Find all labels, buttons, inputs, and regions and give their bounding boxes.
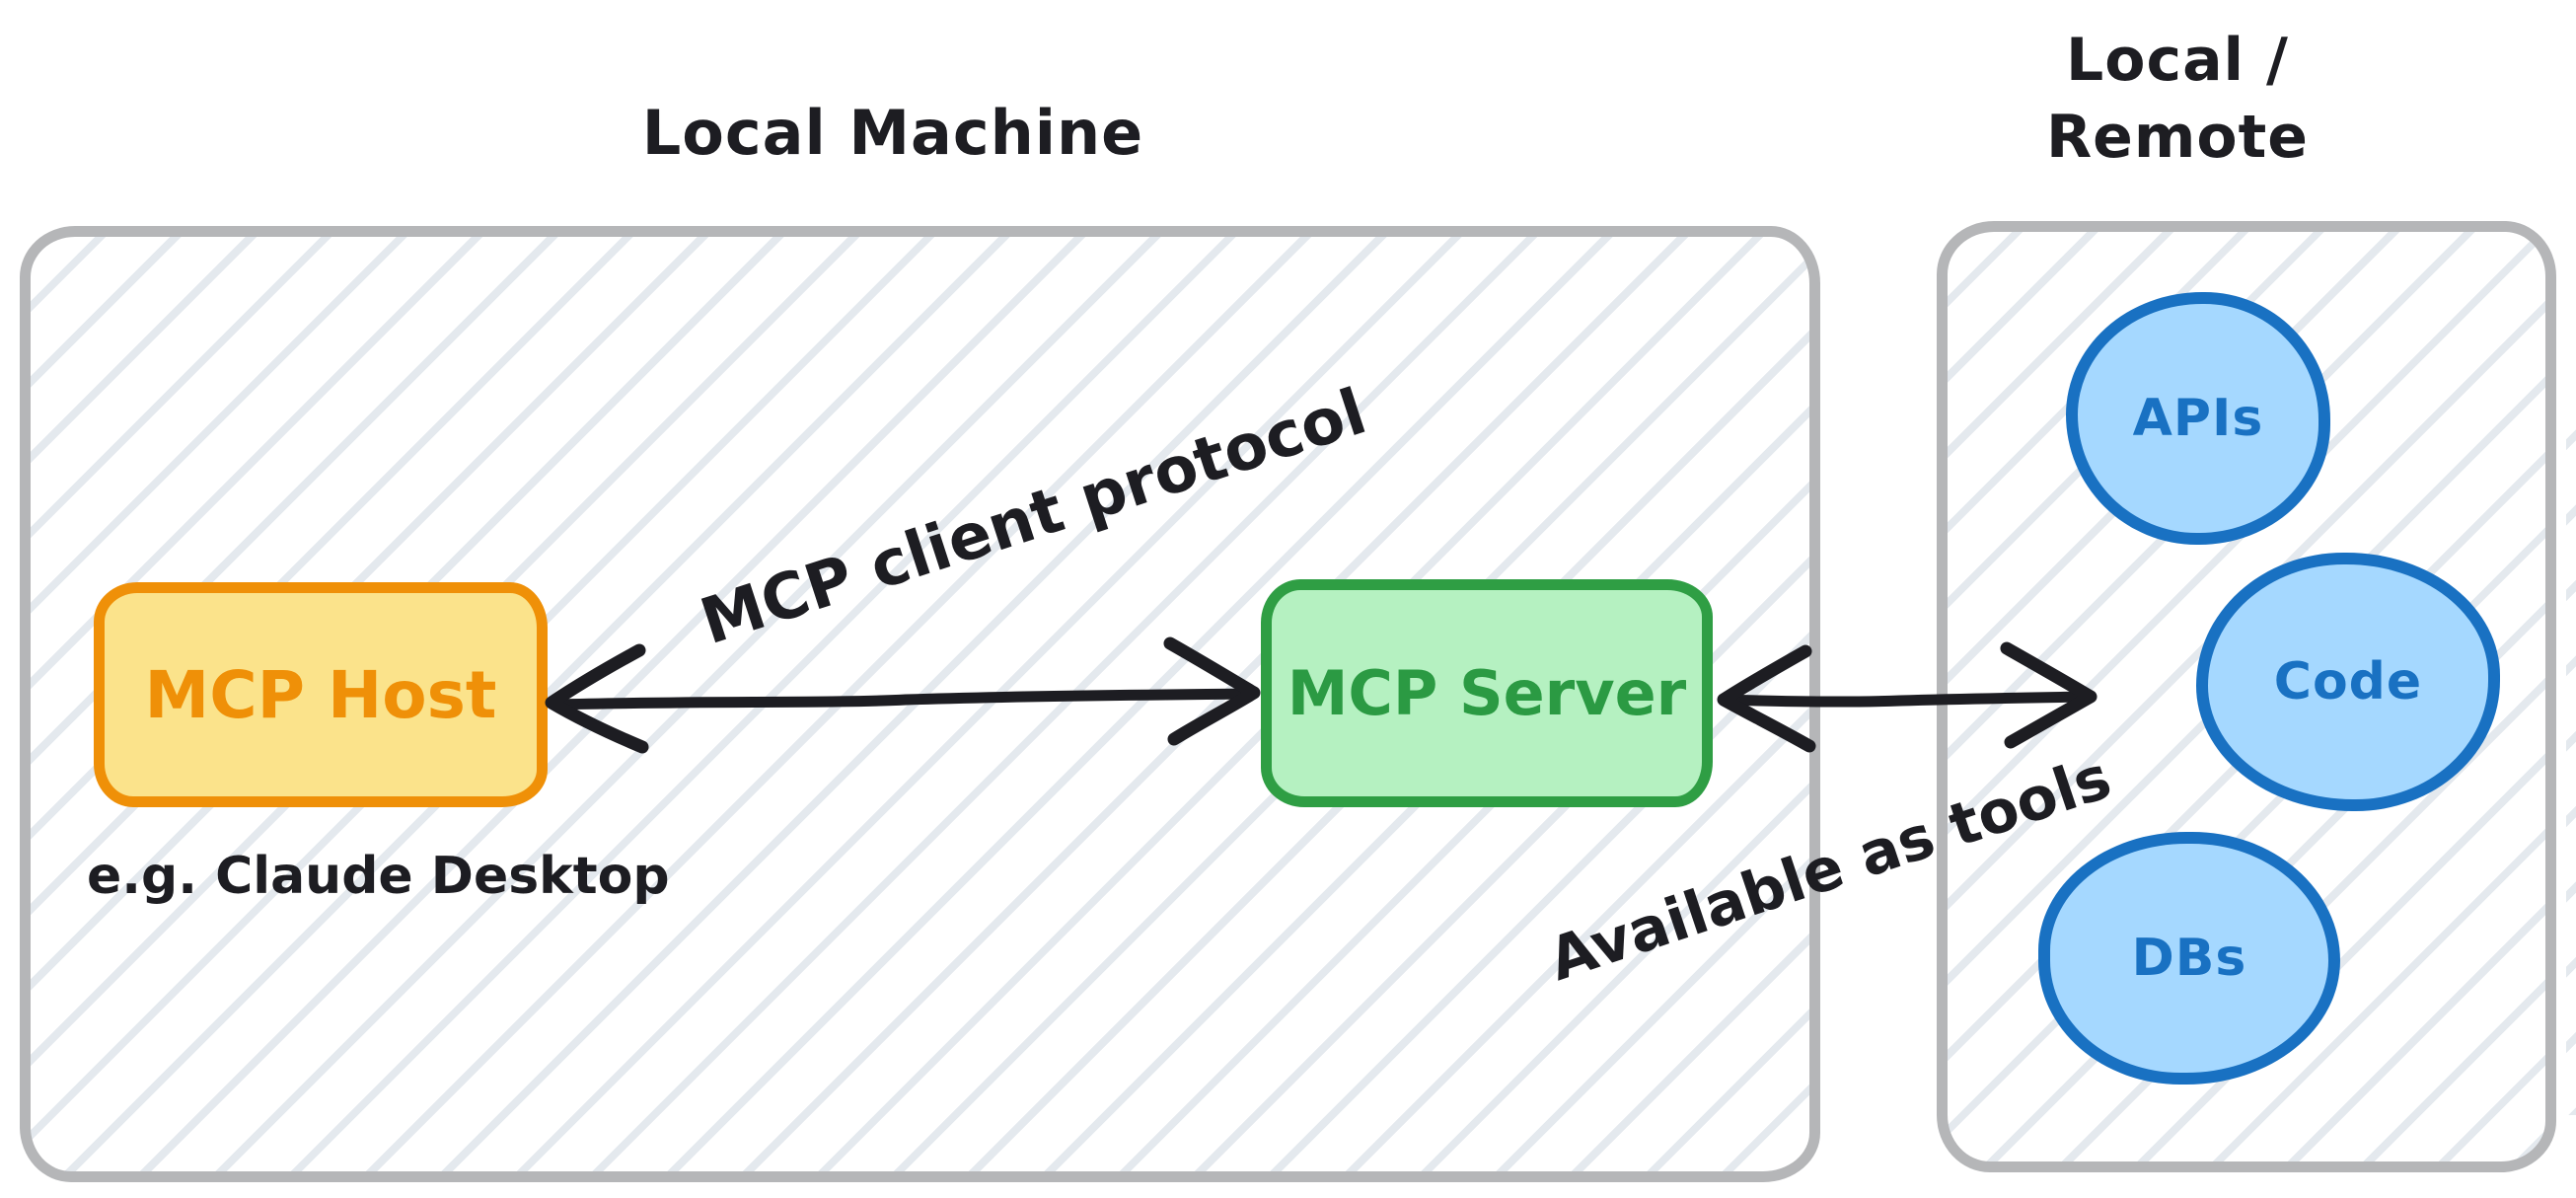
- host-server-arrow: [545, 636, 1261, 754]
- cropped-shape-edge: [2566, 375, 2576, 1115]
- mcp-host-caption: e.g. Claude Desktop: [87, 847, 670, 906]
- server-resources-arrow: [1717, 641, 2098, 753]
- local-remote-title-line2: Remote: [2045, 103, 2309, 172]
- mcp-host-node: MCP Host: [94, 582, 548, 807]
- local-remote-title: Local / Remote: [2005, 22, 2350, 176]
- local-machine-title: Local Machine: [641, 97, 1144, 169]
- mcp-server-node: MCP Server: [1261, 579, 1713, 807]
- resource-apis-label: APIs: [2132, 389, 2264, 448]
- resource-dbs-label: DBs: [2131, 929, 2247, 988]
- mcp-server-label: MCP Server: [1287, 657, 1687, 729]
- resource-code-label: Code: [2273, 652, 2423, 711]
- mcp-host-label: MCP Host: [144, 656, 497, 733]
- local-remote-title-line1: Local /: [2066, 26, 2289, 95]
